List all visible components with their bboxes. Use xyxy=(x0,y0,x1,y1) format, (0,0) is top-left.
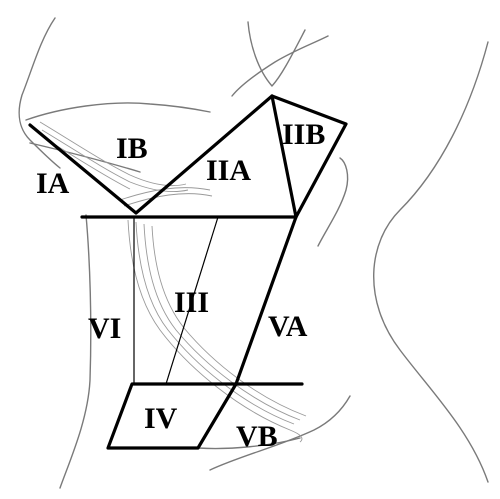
boundary-level-i xyxy=(28,94,274,215)
chin-outline xyxy=(18,17,61,169)
label-iii: III xyxy=(174,286,209,319)
label-vb: VB xyxy=(236,420,278,453)
label-iia: IIA xyxy=(206,154,251,187)
ear-lobe-outline xyxy=(247,21,306,87)
throat-outline xyxy=(59,214,92,489)
clavicle-line xyxy=(197,437,301,450)
label-iib: IIB xyxy=(282,118,325,151)
jaw-line xyxy=(25,102,211,121)
level-labels: IA IB IIA IIB III IV VA VB VI xyxy=(36,118,325,453)
label-ia: IA xyxy=(36,167,70,200)
boundary-level-iib xyxy=(270,94,348,219)
boundary-level-iv xyxy=(106,382,238,450)
shoulder-outline xyxy=(209,395,351,471)
level-boundaries xyxy=(28,94,348,450)
label-va: VA xyxy=(268,310,308,343)
mandible-lower-line xyxy=(29,142,141,173)
label-iv: IV xyxy=(144,402,178,435)
nape-outline xyxy=(373,41,489,483)
neck-outline-sketch xyxy=(18,17,489,489)
boundary-posterior-scm xyxy=(234,215,298,386)
jaw-angle-line xyxy=(231,35,329,97)
label-ib: IB xyxy=(116,132,148,165)
trapezius-line xyxy=(317,157,349,247)
sternocleidomastoid-muscle xyxy=(39,121,307,443)
boundary-level-iii-diagonal xyxy=(165,216,219,385)
label-vi: VI xyxy=(88,312,121,345)
